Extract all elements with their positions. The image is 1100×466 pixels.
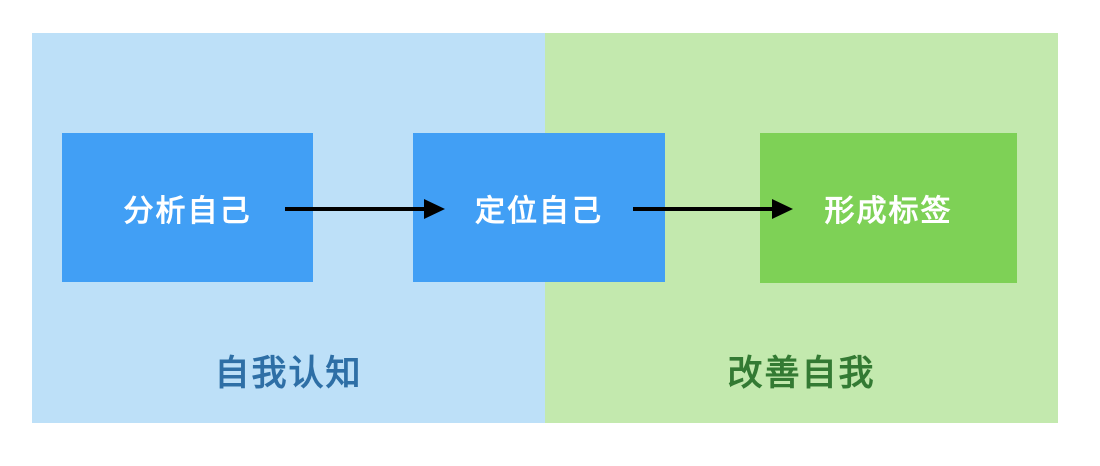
node-position-self-label: 定位自己 <box>475 194 603 228</box>
node-position-self: 定位自己 <box>413 133 665 282</box>
section-self-improvement-label: 改善自我 <box>727 354 876 393</box>
node-analyze-self-label: 分析自己 <box>123 194 252 228</box>
node-analyze-self: 分析自己 <box>62 133 313 282</box>
node-form-label-label: 形成标签 <box>824 195 953 228</box>
section-self-awareness-label: 自我认知 <box>214 354 363 393</box>
node-form-label: 形成标签 <box>760 133 1017 283</box>
